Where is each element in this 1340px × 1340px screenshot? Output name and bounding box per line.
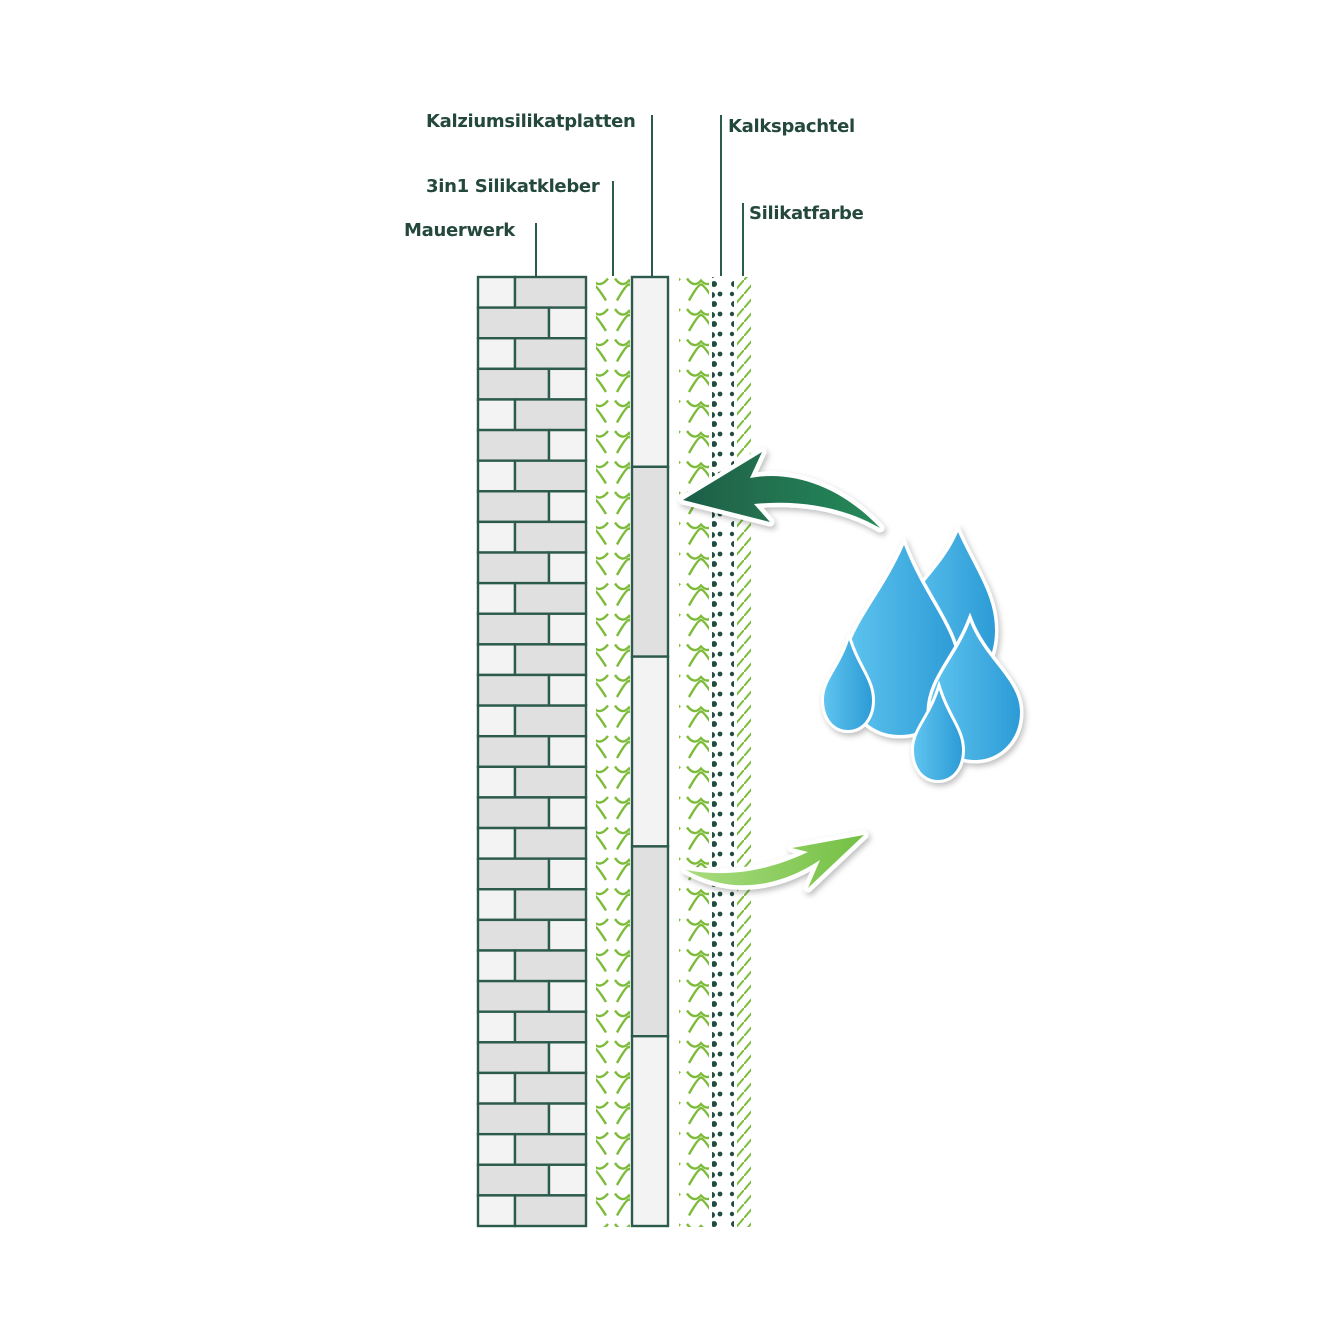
brick <box>547 673 588 707</box>
water-drop-small-left <box>820 630 876 734</box>
kalziumsilikatplatten-layer <box>630 275 670 1228</box>
brick <box>476 704 517 738</box>
brick <box>476 306 551 340</box>
brick <box>476 826 517 860</box>
brick <box>547 367 588 401</box>
brick <box>476 643 517 677</box>
brick <box>476 275 517 309</box>
arrow-right-curved-icon <box>681 830 869 893</box>
brick <box>476 1041 551 1075</box>
brick <box>547 1163 588 1197</box>
leader-lines <box>535 115 744 277</box>
kalkspachtel-base-layer <box>679 277 709 1227</box>
brick <box>476 857 551 891</box>
brick <box>547 306 588 340</box>
brick <box>547 918 588 952</box>
brick <box>476 796 551 830</box>
brick <box>476 398 517 432</box>
brick <box>476 765 517 799</box>
brick <box>476 673 551 707</box>
brick <box>476 888 517 922</box>
silikatfarbe-layer <box>737 277 751 1227</box>
brick <box>547 1041 588 1075</box>
brick <box>547 1102 588 1136</box>
brick <box>476 428 551 462</box>
water-drops-icon <box>820 523 1024 784</box>
board-panel <box>630 1034 670 1228</box>
brick <box>476 612 551 646</box>
brick <box>476 1132 517 1166</box>
brick <box>547 979 588 1013</box>
brick <box>476 734 551 769</box>
brick <box>476 949 517 983</box>
brick <box>476 1163 551 1197</box>
brick <box>513 704 588 738</box>
brick <box>476 1010 517 1044</box>
brick <box>476 918 551 952</box>
brick <box>476 581 517 615</box>
label-kalziumsilikatplatten: Kalziumsilikatplatten <box>426 111 636 132</box>
brick <box>476 1071 517 1105</box>
brick <box>476 1194 517 1228</box>
brick <box>513 337 588 371</box>
brick <box>547 796 588 830</box>
label-kalkspachtel: Kalkspachtel <box>728 116 855 137</box>
water-drop-large <box>841 535 962 739</box>
brick <box>476 1102 551 1136</box>
label-mauerwerk: Mauerwerk <box>404 220 515 241</box>
mauerwerk-layer <box>476 275 588 1228</box>
brick <box>476 551 551 585</box>
brick <box>513 1010 588 1044</box>
brick <box>513 765 588 799</box>
brick <box>547 857 588 891</box>
brick <box>513 888 588 922</box>
brick <box>476 367 551 401</box>
brick <box>547 612 588 646</box>
brick <box>476 979 551 1013</box>
arrow-left-curved-icon <box>678 447 885 533</box>
water-drop-small-bottom <box>910 680 966 784</box>
brick <box>476 520 517 554</box>
brick <box>513 949 588 983</box>
kalkspachtel-layer <box>712 277 734 1227</box>
brick <box>476 490 551 524</box>
label-silikatkleber: 3in1 Silikatkleber <box>426 176 600 197</box>
brick <box>547 734 588 769</box>
brick <box>513 1071 588 1105</box>
silikatkleber-layer <box>596 277 630 1227</box>
brick <box>513 520 588 554</box>
brick <box>547 490 588 524</box>
brick <box>513 1194 588 1228</box>
brick <box>513 826 588 860</box>
brick <box>513 398 588 432</box>
brick <box>513 643 588 677</box>
board-panel <box>630 275 670 469</box>
brick <box>513 1132 588 1166</box>
brick <box>547 551 588 585</box>
brick <box>513 581 588 615</box>
brick <box>513 459 588 493</box>
brick <box>547 428 588 462</box>
board-panel <box>630 465 670 658</box>
brick <box>513 275 588 309</box>
brick <box>476 459 517 493</box>
board-panel <box>630 845 670 1038</box>
brick <box>476 337 517 371</box>
board-panel <box>630 655 670 848</box>
label-silikatfarbe: Silikatfarbe <box>749 203 864 224</box>
